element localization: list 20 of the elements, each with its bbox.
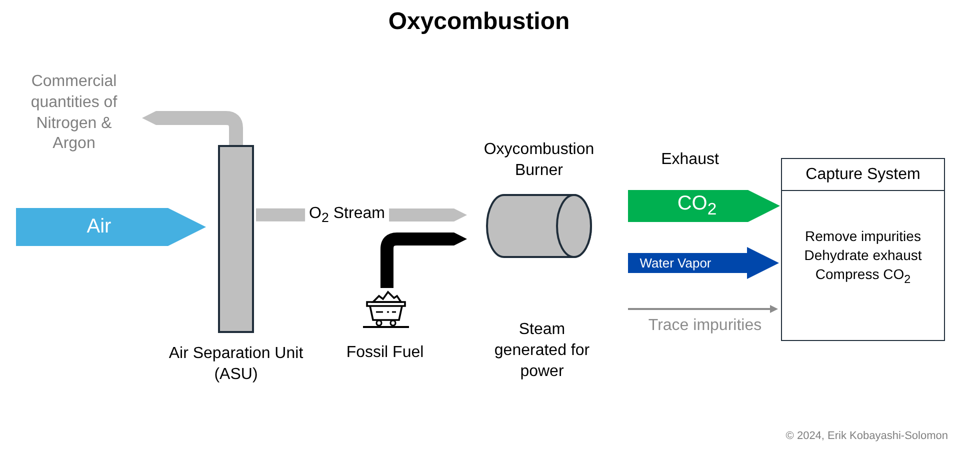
node-label: Fossil Fuel bbox=[345, 343, 425, 363]
box-text: Remove impurities Dehydrate exhaust Compress CO$_{2}$ bbox=[803, 227, 923, 288]
diagram-title: Oxycombustion bbox=[387, 8, 571, 36]
section-label: Exhaust bbox=[660, 150, 720, 170]
capture-system-box bbox=[781, 158, 945, 341]
block-arrow bbox=[16, 208, 206, 246]
node-label: Air Separation Unit (ASU) bbox=[168, 344, 304, 385]
arrow bbox=[628, 304, 778, 313]
block-arrow bbox=[628, 247, 779, 280]
edge-label: Water Vapor bbox=[640, 256, 712, 271]
copyright-note: © 2024, Erik Kobayashi-Solomon bbox=[786, 429, 948, 444]
block-arrow bbox=[142, 111, 243, 145]
output-label: Commercial quantities of Nitrogen & Argon bbox=[18, 72, 130, 156]
caption-text: Steam generated for power bbox=[493, 320, 591, 382]
edge-label: Air bbox=[86, 215, 112, 238]
node-label: Oxycombustion Burner bbox=[482, 140, 596, 181]
block-arrow bbox=[628, 190, 780, 222]
edge-label: Trace impurities bbox=[648, 316, 762, 335]
edge-label: CO$_{2}$ bbox=[677, 192, 717, 220]
box-header: Capture System bbox=[782, 159, 944, 191]
